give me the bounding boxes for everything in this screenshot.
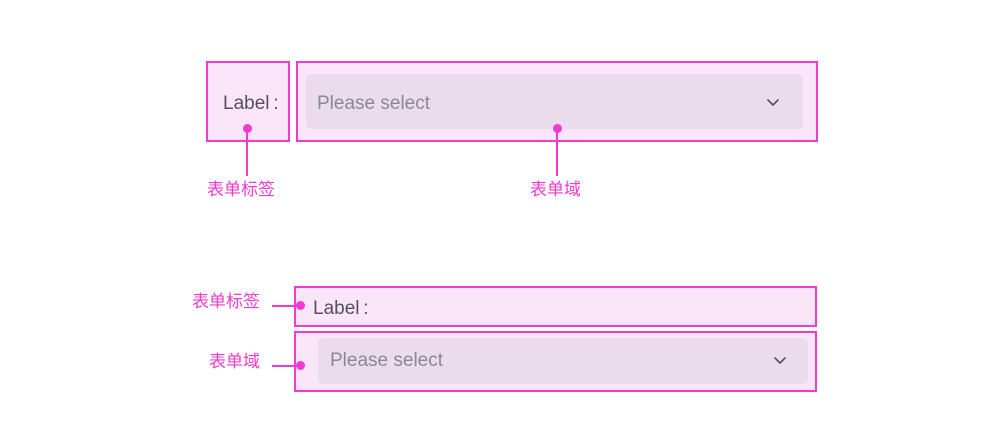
stacked-select-placeholder: Please select — [330, 350, 444, 371]
stacked-label-leader-line — [272, 305, 300, 307]
inline-label-text: Label : — [223, 93, 279, 114]
stacked-label-leader-dot — [296, 301, 305, 310]
inline-select-placeholder: Please select — [317, 93, 431, 114]
inline-field-annotation: 表单域 — [530, 180, 581, 200]
stacked-label-text: Label : — [313, 298, 369, 319]
stacked-label-annotation: 表单标签 — [192, 292, 260, 312]
stacked-select-control[interactable] — [318, 338, 808, 384]
inline-label-annotation: 表单标签 — [207, 180, 275, 200]
inline-field-leader-line — [556, 128, 558, 176]
chevron-down-icon[interactable] — [765, 94, 781, 110]
stacked-field-leader-dot — [296, 361, 305, 370]
inline-label-leader-line — [246, 128, 248, 176]
chevron-down-icon[interactable] — [772, 352, 788, 368]
stacked-label-box — [294, 286, 817, 327]
stacked-field-annotation: 表单域 — [209, 352, 260, 372]
stacked-field-leader-line — [272, 365, 300, 367]
inline-select-control[interactable] — [306, 74, 803, 129]
